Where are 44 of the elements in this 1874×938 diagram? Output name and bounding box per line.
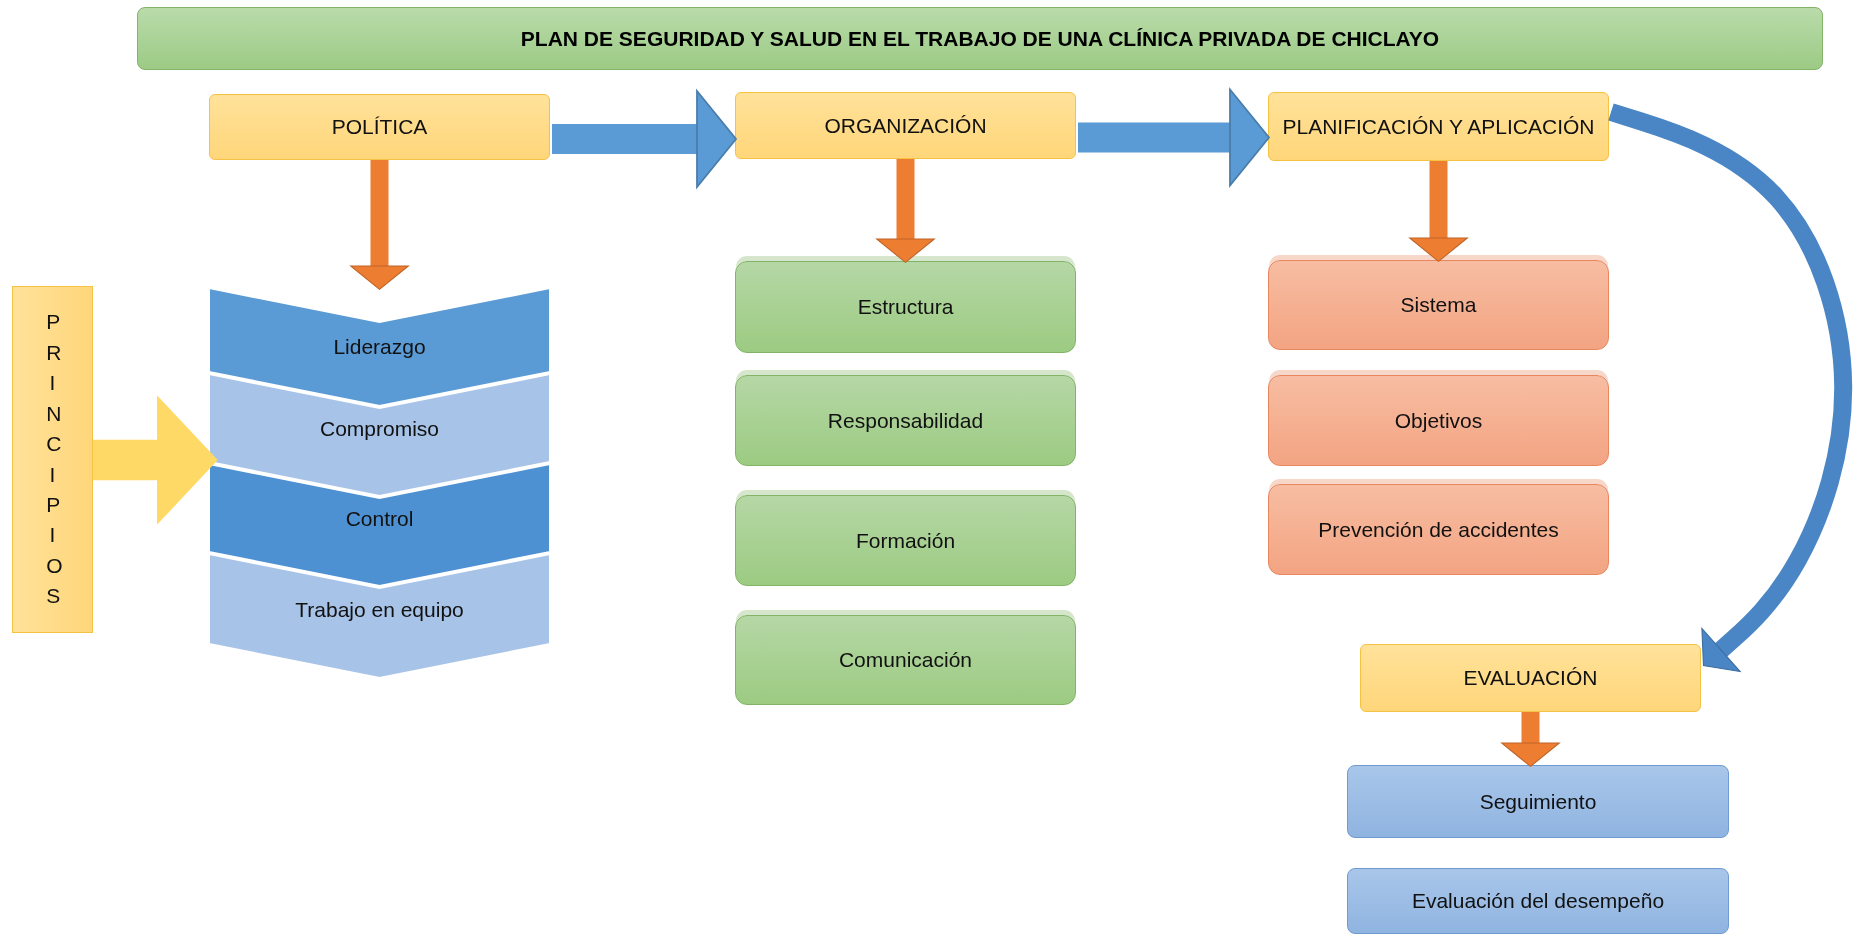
item-box (735, 261, 1076, 353)
chevron-shape (209, 464, 550, 586)
block-arrow (1409, 161, 1468, 262)
item-label: Compromiso (319, 417, 440, 441)
block-arrow (1078, 88, 1270, 187)
item-box (735, 495, 1076, 586)
item-label: Responsabilidad (826, 408, 985, 433)
item-label: Trabajo en equipo (294, 598, 465, 622)
item-label: Control (344, 507, 415, 531)
principle-box (12, 286, 93, 633)
stage-box (735, 92, 1076, 159)
block-arrow (552, 90, 737, 188)
item-box (1347, 765, 1729, 838)
item-box (735, 615, 1076, 705)
stage-label: PLANIFICACIÓN Y APLICACIÓN (1281, 114, 1596, 139)
chevron-shape (209, 374, 550, 496)
stage-box (1360, 644, 1701, 712)
stage-label: EVALUACIÓN (1462, 666, 1599, 690)
item-label: Liderazgo (332, 335, 427, 359)
diagram-title: PLAN DE SEGURIDAD Y SALUD EN EL TRABAJO DE UNA CLÍNICA PRIVADA DE CHICLAYO (137, 7, 1823, 70)
block-arrow (350, 160, 409, 290)
block-arrow (93, 395, 218, 525)
item-label: Formación (854, 528, 957, 553)
item-box (1268, 260, 1609, 350)
chevron-shape (209, 554, 550, 678)
item-label: Seguimiento (1478, 789, 1598, 814)
item-box (1347, 868, 1729, 934)
item-box (1268, 484, 1609, 575)
item-label: Prevención de accidentes (1317, 517, 1560, 542)
block-arrow (1501, 712, 1560, 767)
stage-box (1268, 92, 1609, 161)
item-label: Comunicación (837, 648, 974, 672)
chevron-shape (209, 288, 550, 406)
block-arrow (876, 159, 935, 263)
stage-label: ORGANIZACIÓN (823, 113, 988, 138)
item-label: Sistema (1399, 293, 1478, 317)
item-label: Evaluación del desempeño (1410, 889, 1666, 913)
stage-label: POLÍTICA (330, 115, 429, 139)
item-box (1268, 375, 1609, 466)
item-label: Estructura (856, 295, 955, 319)
stage-box (209, 94, 550, 160)
item-label: Objetivos (1393, 408, 1484, 433)
item-box (735, 375, 1076, 466)
block-arrow (1608, 103, 1853, 673)
